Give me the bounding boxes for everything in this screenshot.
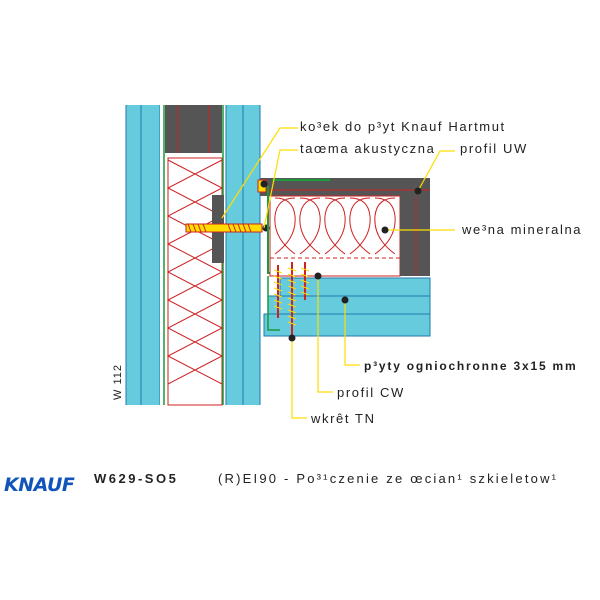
label-profile-uw: profil UW [460, 141, 528, 156]
leader-lines [221, 127, 455, 419]
stud-section [165, 105, 222, 153]
wall-insulation [167, 157, 223, 406]
label-acoustic-tape: taœma akustyczna [300, 141, 435, 156]
leader-dots [260, 180, 422, 342]
drawing-title: (R)EI90 - Po³¹czenie ze œcian¹ szkieleto… [218, 471, 558, 486]
label-fire-boards: p³yty ogniochronne 3x15 mm [364, 359, 578, 373]
label-screw: wkrêt TN [310, 411, 376, 426]
drawing-code: W629-SO5 [94, 471, 178, 486]
label-profile-cw: profil CW [337, 385, 405, 400]
logo-text: KNAUF [4, 474, 75, 496]
new-wall [257, 178, 431, 337]
end-block [400, 196, 430, 276]
tn-screws [273, 262, 310, 336]
wall-board-left [126, 105, 160, 405]
mineral-wool-cavity [269, 195, 401, 277]
dimension-label: W 112 [112, 364, 124, 400]
uw-profile-top [260, 178, 430, 196]
knauf-logo: KNAUF [4, 474, 75, 496]
fire-board-3 [263, 313, 431, 337]
label-mineral-wool: we³na mineralna [461, 222, 582, 237]
label-connector: ko³ek do p³yt Knauf Hartmut [300, 119, 506, 134]
anchor-bolt [185, 223, 263, 233]
existing-wall [125, 105, 261, 406]
